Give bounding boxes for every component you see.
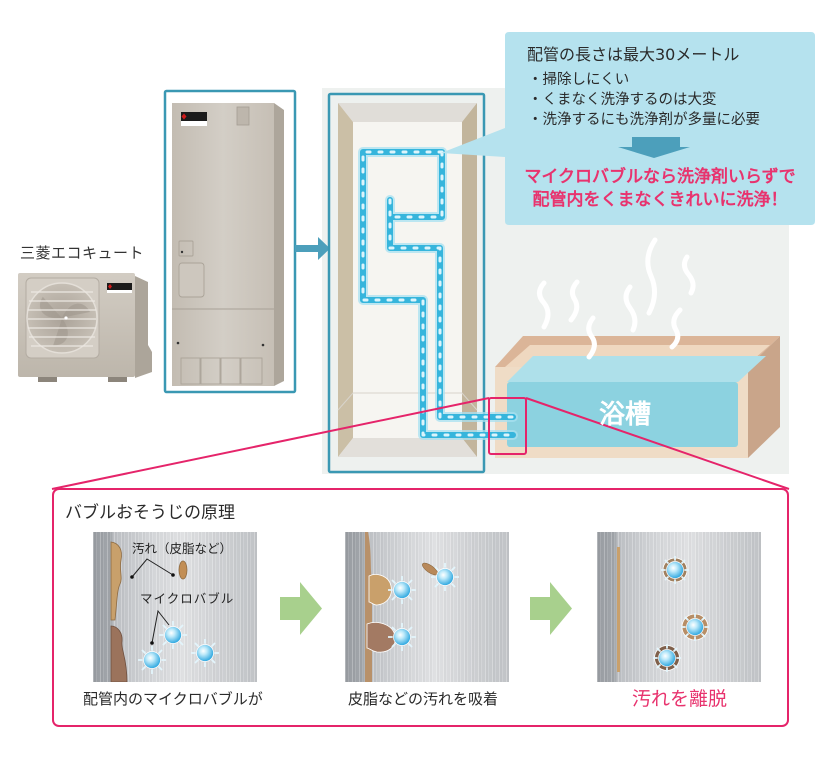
bathtub-illustration xyxy=(495,336,780,458)
bullet-glyph: ・ xyxy=(528,92,543,108)
callout-bullet: ・洗浄するにも洗浄剤が多量に必要 xyxy=(528,110,760,130)
steam-wisp xyxy=(568,279,580,323)
microbubble xyxy=(431,563,459,591)
callout-highlight-line: 配管内をくまなくきれいに洗浄！ xyxy=(532,190,788,210)
tank-frame xyxy=(163,89,297,394)
annotation-leader xyxy=(151,609,170,644)
steam-wisp xyxy=(669,307,683,350)
step-3-caption: 汚れを離脱 xyxy=(632,688,728,710)
callout-box xyxy=(441,32,815,225)
step-3-illustration xyxy=(597,532,761,682)
zoom-connector-line-right xyxy=(525,397,790,490)
arrow-right-icon xyxy=(295,237,330,260)
arrow-down-icon xyxy=(618,137,690,158)
step-2-graphic xyxy=(365,532,459,682)
microbubble xyxy=(661,556,689,584)
leader-dot xyxy=(171,573,175,577)
pipe-network xyxy=(358,147,518,440)
product-label: 三菱エコキュート xyxy=(20,244,145,262)
callout-bullet: ・掃除しにくい xyxy=(528,70,760,90)
principle-title: バブルおそうじの原理 xyxy=(65,503,235,523)
dirt-deposit xyxy=(110,541,122,621)
callout-bullet-list: ・掃除しにくい ・くまなく洗浄するのは大変 ・洗浄するにも洗浄剤が多量に必要 xyxy=(528,70,760,130)
step-arrow-icon xyxy=(280,582,322,635)
microbubble xyxy=(653,644,681,672)
bullet-text: 洗浄するにも洗浄剤が多量に必要 xyxy=(542,112,761,128)
microbubble xyxy=(191,639,219,667)
pipe-bubble-highlight xyxy=(361,150,515,437)
bubble-cleaning-principle-panel: バブルおそうじの原理 汚れ（皮脂など） マイクロバブル xyxy=(52,488,789,727)
step-1-graphic: 汚れ（皮脂など） マイクロバブル xyxy=(110,541,234,682)
bullet-glyph: ・ xyxy=(528,72,543,88)
steam-wisp xyxy=(537,280,551,330)
leader-dot xyxy=(130,575,134,579)
callout-title: 配管の長さは最大30メートル xyxy=(527,45,740,64)
microbubble xyxy=(388,576,416,604)
steam-icon xyxy=(537,237,696,360)
annotation-leader xyxy=(131,558,174,578)
bullet-text: くまなく洗浄するのは大変 xyxy=(542,92,717,108)
step-2-caption: 皮脂などの汚れを吸着 xyxy=(348,690,499,708)
microbubble xyxy=(159,621,187,649)
hot-water-tank-image xyxy=(172,103,284,386)
steam-wisp xyxy=(623,284,638,333)
step-arrow-icon xyxy=(530,582,572,635)
steam-wisp xyxy=(681,254,696,296)
dirt-particle xyxy=(178,560,188,580)
dirt-deposit xyxy=(368,574,392,606)
steam-wisp xyxy=(586,315,597,360)
steam-wisp xyxy=(645,237,658,316)
step-2-illustration xyxy=(345,532,509,682)
step-1-caption: 配管内のマイクロバブルが xyxy=(83,690,263,708)
bath-water xyxy=(507,382,738,447)
dirt-deposit xyxy=(365,532,372,682)
microbubble xyxy=(388,623,416,651)
bullet-glyph: ・ xyxy=(528,112,543,128)
bath-water-surface xyxy=(507,356,766,382)
dirt-annotation: 汚れ（皮脂など） xyxy=(132,541,232,556)
bubble-annotation: マイクロバブル xyxy=(140,591,234,606)
microbubble xyxy=(681,613,709,641)
wall-frame xyxy=(327,92,486,474)
step-1-illustration: 汚れ（皮脂など） マイクロバブル xyxy=(93,532,257,682)
dirt-deposit xyxy=(366,622,396,653)
outdoor-unit-image xyxy=(18,273,152,382)
microbubble xyxy=(138,646,166,674)
zoom-connector-line-left xyxy=(51,397,490,490)
dirt-residue xyxy=(617,547,620,672)
callout-highlight-line: マイクロバブルなら洗浄剤いらずで xyxy=(524,167,796,187)
callout-bullet: ・くまなく洗浄するのは大変 xyxy=(528,90,760,110)
step-3-graphic xyxy=(617,547,709,672)
callout-highlight: マイクロバブルなら洗浄剤いらずで 配管内をくまなくきれいに洗浄！ xyxy=(505,166,815,212)
bathtub-label: 浴槽 xyxy=(598,400,651,430)
dirt-deposit xyxy=(110,625,128,682)
leader-dot xyxy=(150,641,154,645)
bullet-text: 掃除しにくい xyxy=(542,72,630,88)
pipe-connection-highlight xyxy=(488,397,527,455)
